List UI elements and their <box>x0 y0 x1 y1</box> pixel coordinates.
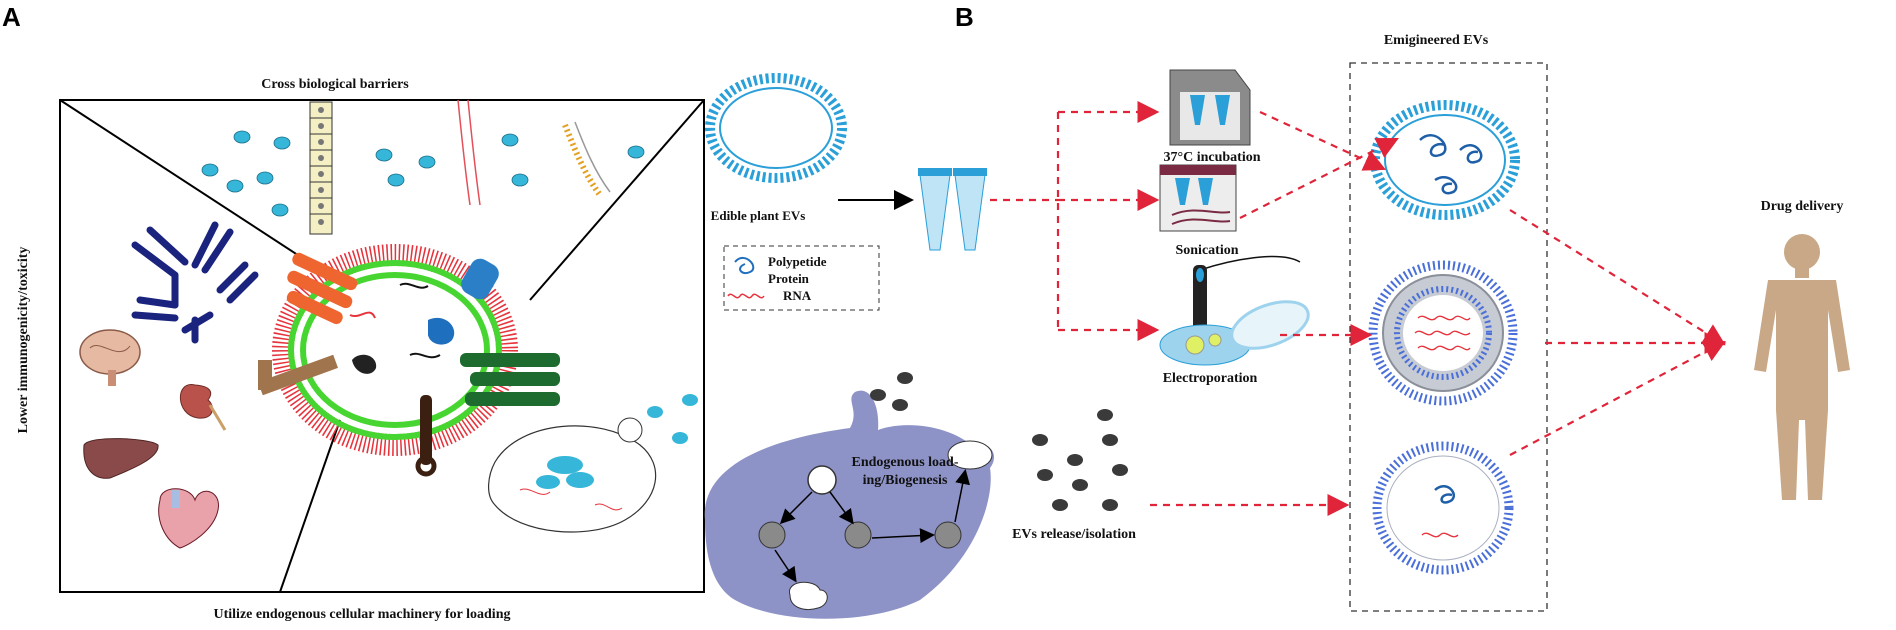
cargo-legend-box <box>723 245 880 311</box>
lipid-chain-strip <box>562 121 611 197</box>
membrane-protein-darkgreen <box>460 353 560 406</box>
membrane-protein-darkbrown <box>415 395 437 477</box>
arrow-incubation-to-ev <box>1259 111 1386 171</box>
producer-cell <box>704 390 995 619</box>
liver-icon <box>83 438 159 479</box>
released-evs <box>870 372 1128 511</box>
panel-a-frame <box>59 99 705 593</box>
sonication-label: Sonication <box>1175 243 1238 258</box>
lower-immunogenicity-label: Lower immunogenicity/toxicity <box>16 247 31 434</box>
incubation-label: 37°C incubation <box>1163 150 1260 165</box>
divider-line-right <box>529 99 705 301</box>
divider-line-bottom <box>279 419 341 593</box>
edible-plant-evs-label: Edible plant EVs <box>711 208 806 223</box>
arrow-ev3-to-human <box>1509 340 1726 456</box>
evs-release-label: EVs release/isolation <box>1012 527 1136 542</box>
arrow-sonication-to-ev <box>1239 138 1399 219</box>
legend-protein: Protein <box>768 271 810 286</box>
cross-barriers-label: Cross biological barriers <box>261 77 409 92</box>
cell-barrier-column <box>309 101 333 235</box>
cargo-black-protein <box>352 354 377 374</box>
rna-icon <box>727 293 765 299</box>
arrow-ev1-to-human <box>1509 209 1726 346</box>
engineered-ev-polypeptide <box>1370 100 1520 220</box>
electroporation-icon <box>1159 255 1310 366</box>
lipid-bilayer-strip <box>457 99 481 206</box>
brain-icon <box>79 329 141 386</box>
sonicator-icon <box>1159 164 1237 232</box>
endogenous-machinery-label: Utilize endogenous cellular machinery fo… <box>214 607 511 622</box>
engineered-evs-box <box>1349 62 1548 612</box>
panel-b-letter: B <box>955 2 974 32</box>
endogenous-label-1: Endogenous load- <box>852 455 959 470</box>
drug-delivery-label: Drug delivery <box>1761 199 1844 214</box>
engineered-evs-title: Emigineered EVs <box>1384 33 1489 48</box>
engineered-ev-rna <box>1368 260 1518 406</box>
donor-cell <box>488 394 698 533</box>
membrane-protein-blue <box>461 258 499 300</box>
engineered-ev-endogenous <box>1372 441 1514 575</box>
human-body-icon <box>1754 234 1850 500</box>
legend-rna: RNA <box>783 288 812 303</box>
antibody-icon <box>131 221 259 344</box>
electroporation-label: Electroporation <box>1163 371 1258 386</box>
heart-icon <box>158 488 219 549</box>
endogenous-label-2: ing/Biogenesis <box>863 473 948 488</box>
membrane-protein-brown <box>258 354 338 396</box>
panel-a-letter: A <box>2 2 21 32</box>
central-ev <box>272 244 518 456</box>
cargo-blue-protein <box>428 317 455 345</box>
sample-tubes <box>918 168 987 251</box>
kidney-icon <box>179 384 227 431</box>
divider-line-left <box>59 99 331 277</box>
incubator-icon <box>1169 69 1251 146</box>
ev-particles-top <box>201 130 645 217</box>
edible-plant-ev <box>705 73 847 183</box>
legend-polypeptide: Polypetide <box>768 254 827 269</box>
polypeptide-icon <box>734 256 755 274</box>
membrane-protein-orange <box>286 252 358 325</box>
